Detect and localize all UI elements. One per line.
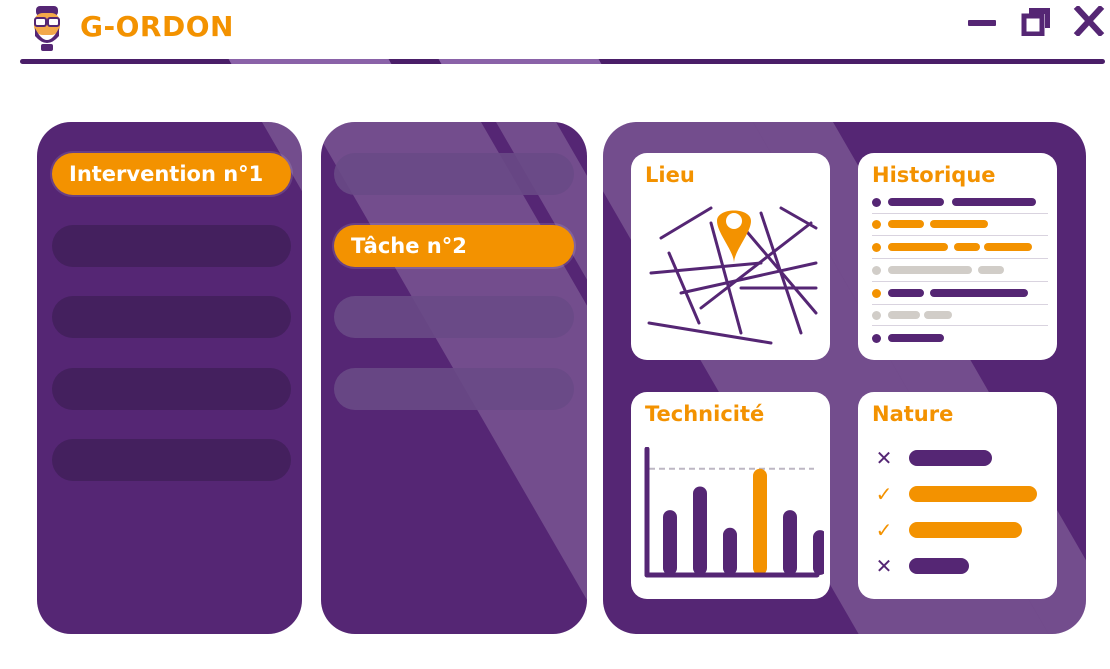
restore-icon[interactable] bbox=[1020, 6, 1054, 36]
card-title: Lieu bbox=[645, 163, 695, 187]
card-title: Historique bbox=[872, 163, 996, 187]
lieu-card[interactable]: Lieu bbox=[631, 153, 830, 360]
check-icon: ✓ bbox=[875, 518, 893, 542]
title-divider bbox=[20, 59, 1105, 64]
chart-bar bbox=[813, 530, 824, 575]
task-item[interactable] bbox=[334, 153, 574, 195]
technicite-card[interactable]: Technicité bbox=[631, 392, 830, 599]
map-pin-icon bbox=[717, 210, 751, 263]
task-item-active[interactable]: Tâche n°2 bbox=[334, 225, 574, 267]
chart-bar bbox=[723, 527, 737, 575]
check-icon: ✓ bbox=[875, 482, 893, 506]
nature-bar bbox=[909, 558, 969, 574]
map-illustration bbox=[647, 206, 818, 345]
intervention-item[interactable] bbox=[52, 368, 291, 410]
nature-bar bbox=[909, 450, 992, 466]
cross-icon: ✕ bbox=[875, 554, 893, 578]
close-icon[interactable] bbox=[1072, 6, 1106, 36]
intervention-item-active[interactable]: Intervention n°1 bbox=[52, 153, 291, 195]
app-title: G-ORDON bbox=[80, 10, 234, 43]
details-panel: Lieu Hi bbox=[603, 122, 1086, 634]
chart-bar bbox=[753, 468, 767, 575]
intervention-item[interactable] bbox=[52, 225, 291, 267]
task-item[interactable] bbox=[334, 296, 574, 338]
cross-icon: ✕ bbox=[875, 446, 893, 470]
task-item[interactable] bbox=[334, 368, 574, 410]
tasks-panel: Tâche n°2 bbox=[321, 122, 587, 634]
card-title: Nature bbox=[872, 402, 954, 426]
chart-bar bbox=[693, 486, 707, 575]
nature-bar bbox=[909, 486, 1037, 502]
interventions-panel: Intervention n°1 bbox=[37, 122, 302, 634]
card-title: Technicité bbox=[645, 402, 765, 426]
technicite-chart bbox=[644, 447, 824, 578]
chart-bar bbox=[783, 510, 797, 575]
minimize-icon[interactable] bbox=[966, 6, 1000, 36]
title-bar: G-ORDON bbox=[0, 0, 1110, 64]
historique-card[interactable]: Historique bbox=[858, 153, 1057, 360]
nature-card[interactable]: Nature ✕ ✓ ✓ ✕ bbox=[858, 392, 1057, 599]
chart-bar bbox=[663, 510, 677, 575]
avatar-logo-icon bbox=[34, 6, 60, 51]
intervention-item[interactable] bbox=[52, 439, 291, 481]
nature-bar bbox=[909, 522, 1022, 538]
intervention-item[interactable] bbox=[52, 296, 291, 338]
